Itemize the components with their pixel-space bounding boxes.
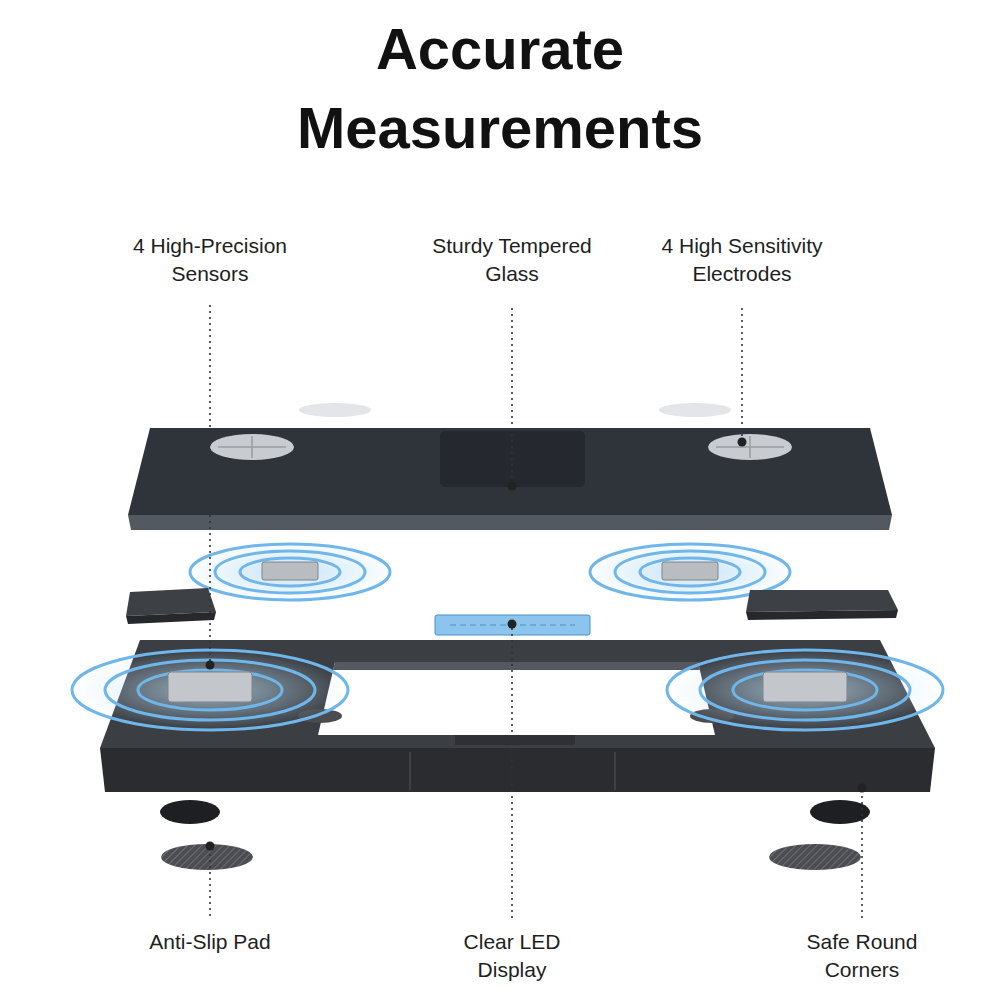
foot-pad: [160, 800, 220, 824]
sensor-rings: [190, 544, 390, 600]
leader-line: [209, 305, 211, 662]
sensor-rings: [615, 551, 765, 593]
leader-dot: [738, 438, 747, 447]
base-tray: [409, 752, 411, 790]
corner-cap: [126, 588, 216, 616]
sensor-rings: [763, 672, 847, 702]
glass-top: [210, 434, 294, 460]
foot-pad: [769, 844, 861, 870]
sensor-rings: [185, 542, 795, 602]
glass-top: [128, 428, 892, 515]
part-label: Clear LED Display: [445, 928, 579, 983]
part-label: 4 High-Precision Sensors: [104, 232, 316, 287]
electrode-ghost: [659, 403, 731, 417]
sensor-rings: [105, 660, 315, 720]
corner-cap: [746, 610, 898, 620]
glass-top: [128, 515, 892, 530]
base-tray: [455, 735, 575, 745]
sensor-rings: [138, 670, 282, 710]
leader-line: [511, 308, 513, 483]
part-label: Sturdy Tempered Glass: [428, 232, 596, 287]
part-label: Safe Round Corners: [791, 928, 933, 983]
leader-line: [209, 848, 211, 920]
part-label: Anti-Slip Pad: [148, 928, 272, 956]
sensor-rings: [262, 562, 318, 580]
part-label: 4 High Sensitivity Electrodes: [626, 232, 858, 287]
sensor-rings: [185, 542, 395, 602]
leader-dot: [508, 482, 517, 491]
base-tray: [100, 748, 935, 792]
glass-top: [749, 436, 751, 458]
foot-pad: [160, 800, 870, 870]
leader-dot: [206, 438, 867, 851]
electrode-ghost: [299, 403, 731, 417]
corner-cap: [126, 612, 216, 624]
sensor-rings: [240, 558, 340, 586]
leader-line: [861, 790, 863, 920]
page-title: Accurate Measurements: [230, 10, 770, 168]
glass-top: [251, 436, 253, 458]
electrode-ghost: [299, 403, 371, 417]
sensor-rings: [70, 650, 945, 730]
sensor-rings: [168, 672, 252, 702]
base-tray: [318, 662, 715, 735]
foot-pad: [810, 800, 870, 824]
leader-line: [511, 628, 513, 920]
base-tray: [614, 752, 616, 790]
sensor-rings: [700, 660, 910, 720]
glass-top: [708, 434, 792, 460]
sensor-rings: [665, 650, 945, 730]
leader-line: [741, 308, 743, 440]
leader-dot: [206, 842, 215, 851]
leader-line: [210, 305, 862, 920]
sensor-rings: [215, 551, 365, 593]
led-display: [435, 615, 590, 635]
led-display: [435, 615, 590, 635]
glass-top: [128, 428, 892, 530]
sensor-rings: [662, 562, 718, 580]
leader-dot: [508, 620, 517, 629]
sensor-rings: [70, 650, 350, 730]
sensor-rings: [72, 650, 348, 730]
leader-dot: [858, 784, 867, 793]
corner-cap: [746, 590, 898, 612]
sensor-rings: [667, 650, 943, 730]
leader-dot: [206, 661, 215, 670]
sensor-rings: [640, 558, 740, 586]
base-tray: [333, 662, 700, 670]
sensor-rings: [733, 670, 877, 710]
